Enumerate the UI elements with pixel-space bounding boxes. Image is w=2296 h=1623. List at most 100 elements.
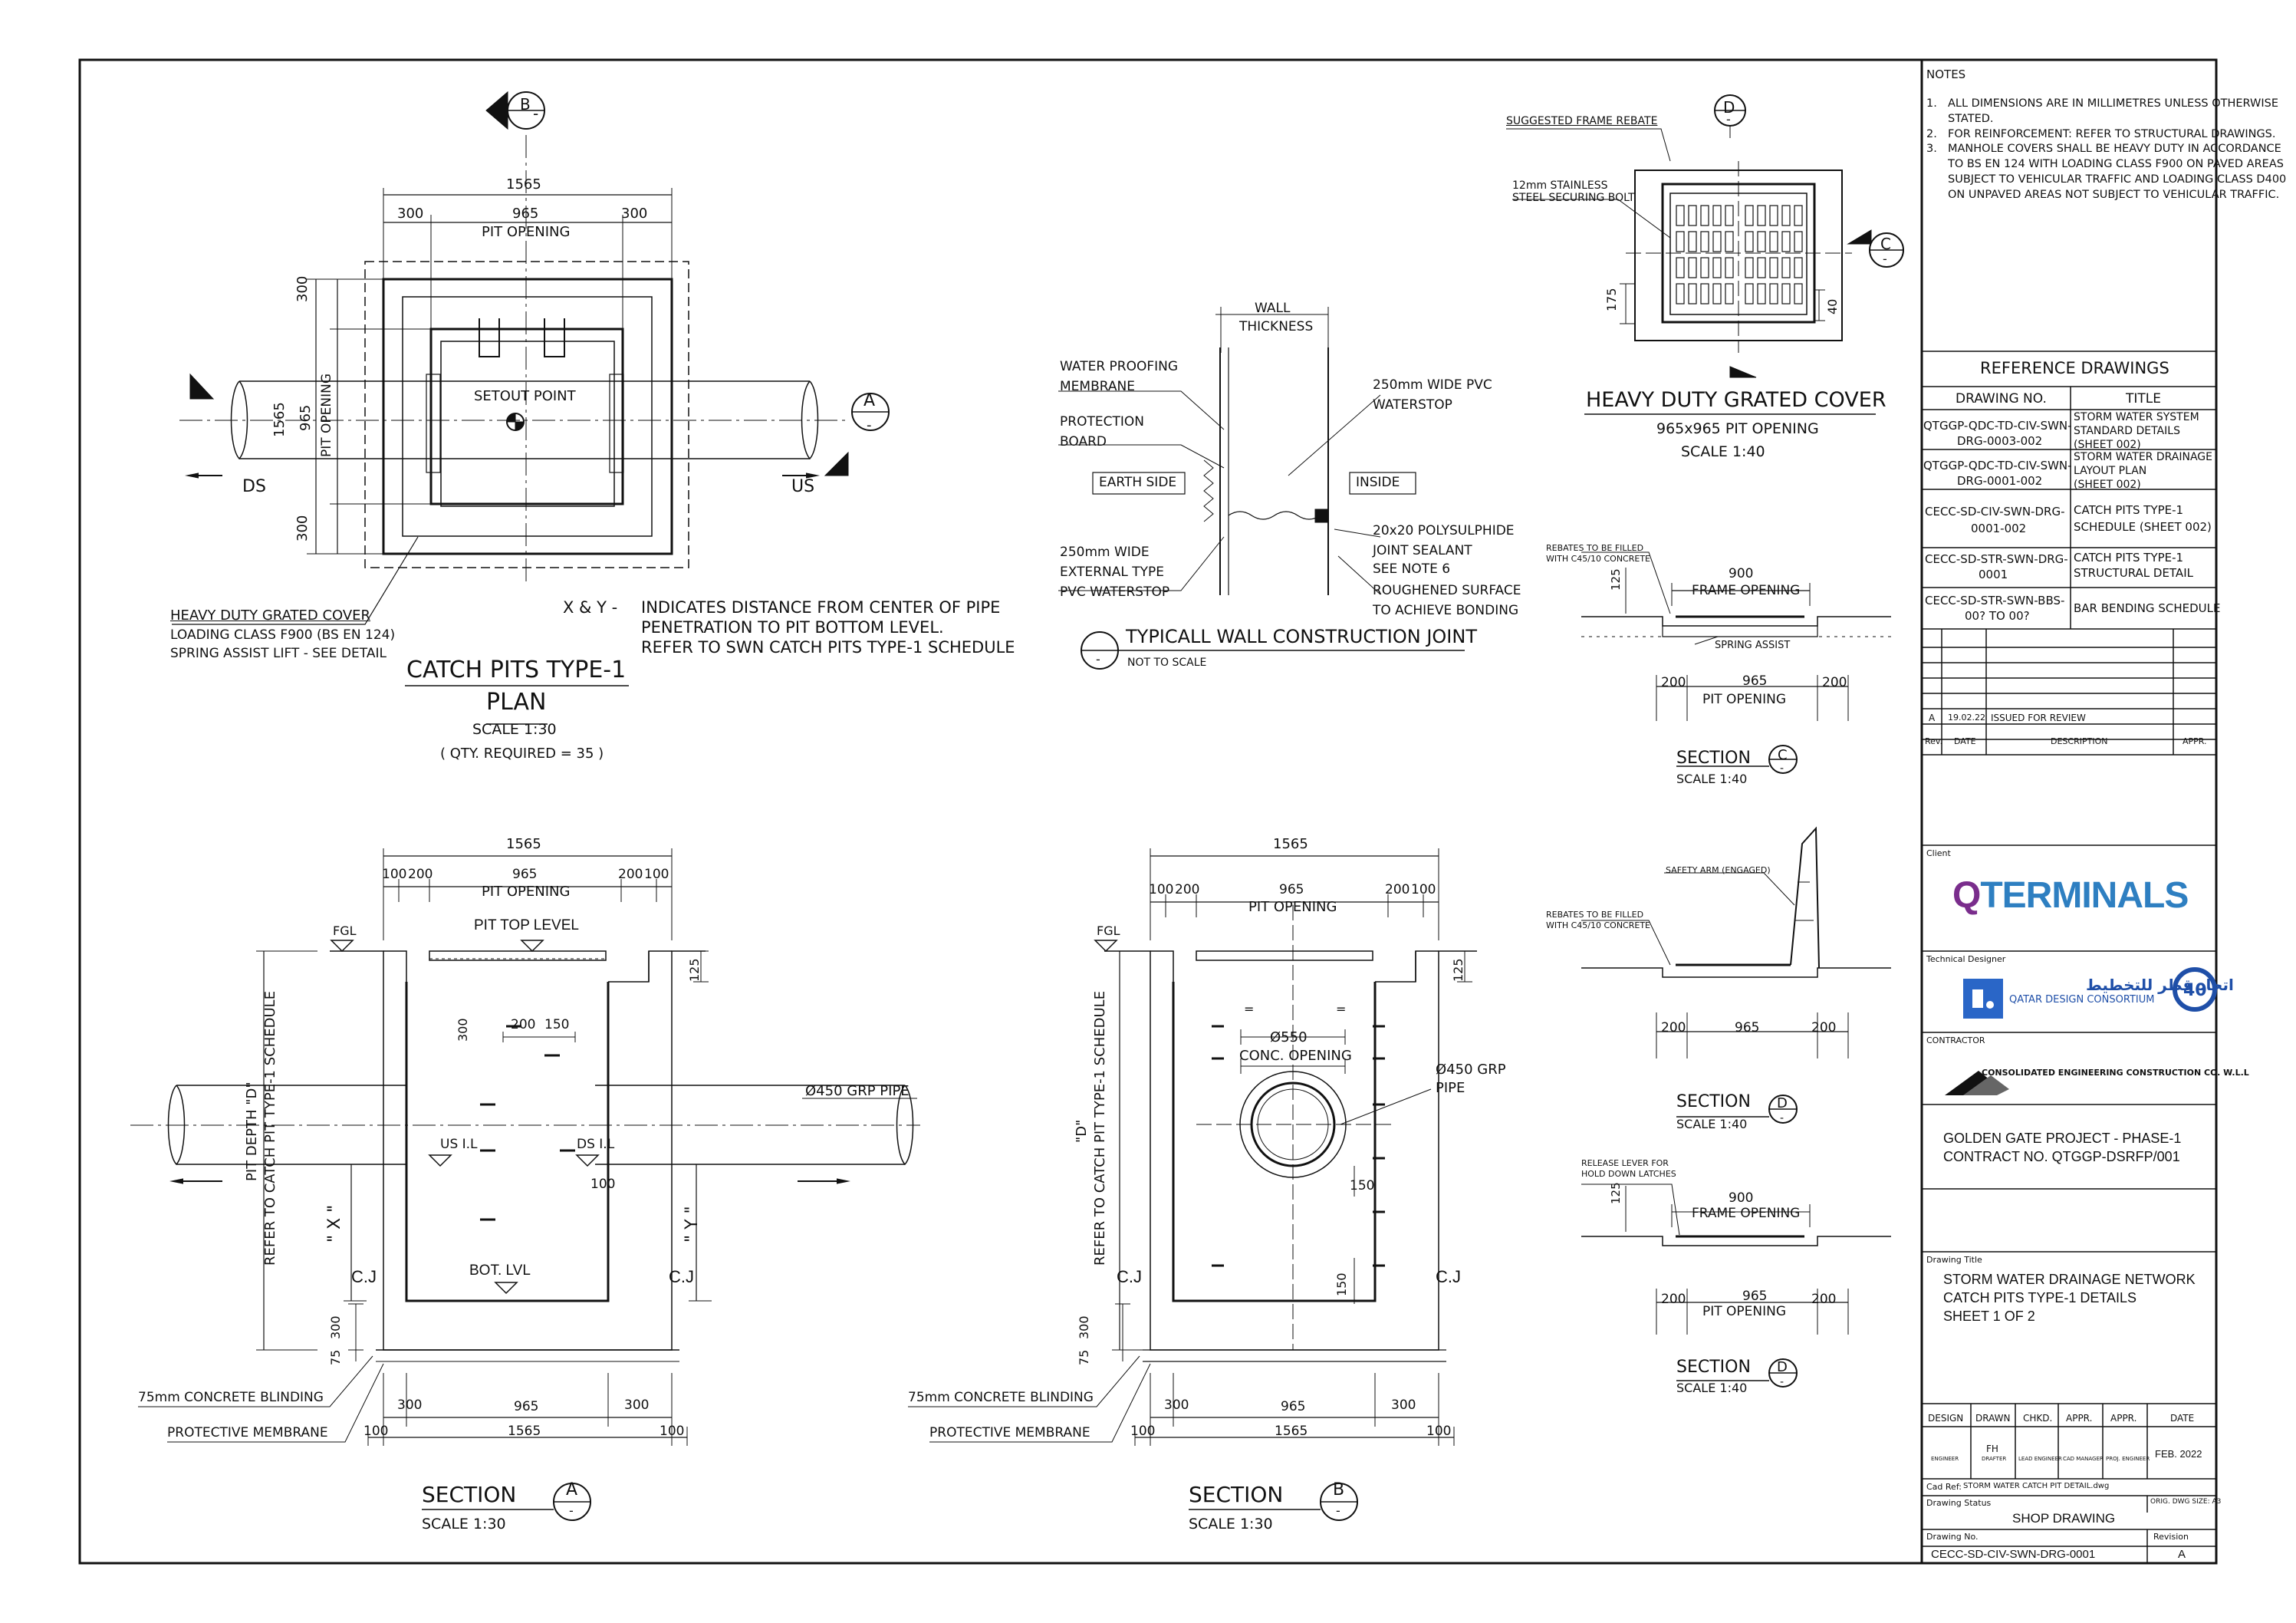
project-contract: CONTRACT NO. QTGGP-DSRFP/001 [1943, 1149, 2180, 1164]
signoff-drawn-by: FH [1986, 1444, 1998, 1454]
sec-a-cj-right: C.J [669, 1267, 694, 1286]
sec-c-dim-900: 900 [1729, 566, 1754, 581]
ref-row-4-title-2: STRUCTURAL DETAIL [2074, 566, 2193, 580]
wall-thickness-1: WALL [1255, 301, 1291, 316]
plan-dim-965: 965 [512, 206, 539, 222]
plan-subtitle: PLAN [486, 689, 547, 716]
sec-d2-dim-125: 125 [1609, 1182, 1623, 1204]
qterminals-logo: QTERMINALS [1952, 875, 2189, 916]
signoff-header-approved-1: APPR. [2066, 1413, 2093, 1424]
plan-title: CATCH PITS TYPE-1 [406, 657, 627, 683]
sec-d1-rebates-1: REBATES TO BE FILLED [1546, 910, 1644, 920]
sec-c-frame-opening: FRAME OPENING [1692, 583, 1801, 598]
sec-b-dim-550: Ø550 [1270, 1029, 1308, 1045]
sec-d1-marker-bottom: - [1780, 1112, 1784, 1124]
sec-b-dim-300: 300 [1077, 1315, 1091, 1339]
sec-a-dim-75: 75 [328, 1349, 343, 1365]
wall-wpm-2: MEMBRANE [1060, 379, 1135, 394]
note-3: 3.MANHOLE COVERS SHALL BE HEAVY DUTY IN … [1926, 143, 2287, 201]
signoff-header-design: DESIGN [1928, 1413, 1964, 1424]
sec-a-marker-top: A [566, 1480, 578, 1500]
section-b-view [908, 848, 1477, 1521]
sec-a-fgl: FGL [333, 923, 357, 938]
sec-b-fgl: FGL [1097, 923, 1120, 938]
sheet-border [78, 58, 2218, 1565]
sec-d1-dim-965: 965 [1735, 1020, 1760, 1035]
ref-row-4-no-2: 0001 [1979, 568, 2008, 581]
signoff-header-drawn: DRAWN [1975, 1413, 2011, 1424]
ref-row-4-no-1: CECC-SD-STR-SWN-DRG- [1925, 552, 2068, 566]
plan-dim-300-right: 300 [621, 206, 648, 222]
sec-d1-dim-200-left: 200 [1661, 1020, 1686, 1035]
plan-vdim-1565: 1565 [271, 402, 288, 437]
signoff-role-engineer: ENGINEER [1931, 1456, 1959, 1462]
sec-d2-title: SECTION [1676, 1358, 1751, 1377]
sec-a-bdim-100-right: 100 [660, 1424, 685, 1439]
plan-xy-key: X & Y - [563, 598, 618, 617]
rev-header-description: DESCRIPTION [2051, 736, 2108, 746]
sec-a-dim-125: 125 [687, 958, 702, 982]
drawing-title-1: STORM WATER DRAINAGE NETWORK [1943, 1272, 2196, 1287]
signoff-header-date: DATE [2170, 1413, 2195, 1424]
rev-a-letter: A [1929, 713, 1936, 723]
ref-row-2-title-1: STORM WATER DRAINAGE [2074, 451, 2213, 463]
sec-c-marker-bottom: - [1780, 762, 1784, 775]
signoff-role-lead: LEAD ENGINEER [2018, 1456, 2062, 1462]
sec-b-dim-150-upper: 150 [1350, 1178, 1375, 1193]
sec-b-cj-right: C.J [1436, 1267, 1461, 1286]
sec-a-dim-100-right: 100 [644, 867, 669, 882]
note-1: 1.ALL DIMENSIONS ARE IN MILLIMETRES UNLE… [1926, 97, 2279, 125]
sec-d1-dim-200-right: 200 [1811, 1020, 1837, 1035]
cover-grate-slots [1676, 205, 1803, 305]
signoff-header-approved-2: APPR. [2110, 1413, 2137, 1424]
wall-earth-side: EARTH SIDE [1099, 475, 1177, 490]
drawing-status: SHOP DRAWING [2012, 1511, 2116, 1526]
plan-cover-spring: SPRING ASSIST LIFT - SEE DETAIL [170, 646, 387, 661]
sec-a-membrane: PROTECTIVE MEMBRANE [167, 1425, 328, 1440]
ref-row-1-no-1: QTGGP-QDC-TD-CIV-SWN- [1923, 419, 2072, 433]
title-block-grid [1922, 351, 2216, 1563]
plan-dim-overall-width: 1565 [506, 176, 541, 193]
rev-header-date: DATE [1954, 736, 1976, 746]
sec-a-bdim-965: 965 [514, 1399, 539, 1414]
client-label: Client [1926, 848, 1951, 858]
section-d-open-view [1581, 826, 1891, 1124]
drawing-number-label: Drawing No. [1926, 1532, 1979, 1542]
ref-row-3-title-1: CATCH PITS TYPE-1 [2074, 503, 2184, 517]
sec-b-dim-75: 75 [1077, 1349, 1091, 1365]
ref-row-2-title-2: LAYOUT PLAN [2074, 465, 2147, 477]
ref-row-1-title-1: STORM WATER SYSTEM [2074, 411, 2199, 423]
sec-c-pit-opening: PIT OPENING [1702, 692, 1787, 707]
plan-xy-line2: PENETRATION TO PIT BOTTOM LEVEL. [641, 618, 944, 637]
wall-sealant-1: 20x20 POLYSULPHIDE [1373, 523, 1515, 538]
sec-a-scale: SCALE 1:30 [422, 1516, 506, 1532]
cover-dim-40: 40 [1825, 298, 1840, 314]
cover-marker-c-top: C [1880, 235, 1891, 253]
wall-waterstop-2: WATERSTOP [1373, 397, 1452, 413]
plan-section-marker-bottom: - [533, 104, 539, 123]
wall-inside: INSIDE [1356, 475, 1400, 490]
drawing-number: CECC-SD-CIV-SWN-DRG-0001 [1931, 1548, 2096, 1561]
sec-b-bdim-100-left: 100 [1130, 1424, 1156, 1439]
section-d-closed-view [1581, 1184, 1891, 1388]
wall-joint-view [1058, 307, 1465, 670]
sec-c-scale: SCALE 1:40 [1676, 772, 1748, 786]
signoff-role-proj: PROJ. ENGINEER [2106, 1456, 2150, 1462]
note-2: 2.FOR REINFORCEMENT: REFER TO STRUCTURAL… [1926, 127, 2276, 140]
plan-section-marker-top: B [520, 95, 531, 114]
reference-title: REFERENCE DRAWINGS [1980, 359, 2169, 377]
cover-scale: SCALE 1:40 [1681, 443, 1765, 460]
wall-thickness-2: THICKNESS [1239, 319, 1314, 334]
sec-a-bdim-300-left: 300 [397, 1397, 423, 1413]
sec-d1-scale: SCALE 1:40 [1676, 1117, 1748, 1131]
sec-b-bdim-100-right: 100 [1426, 1424, 1452, 1439]
sec-a-dim-965: 965 [512, 867, 538, 882]
sec-d2-dim-965: 965 [1742, 1289, 1768, 1304]
sec-b-dim-200-right: 200 [1385, 882, 1410, 897]
revision-value: A [2178, 1548, 2186, 1561]
sec-a-title: SECTION [422, 1482, 517, 1507]
sec-c-dim-200-right: 200 [1822, 675, 1847, 690]
drawing-title-2: CATCH PITS TYPE-1 DETAILS [1943, 1290, 2137, 1305]
ref-row-3-no-1: CECC-SD-CIV-SWN-DRG- [1925, 505, 2065, 519]
plan-pit-opening-label: PIT OPENING [482, 224, 571, 240]
